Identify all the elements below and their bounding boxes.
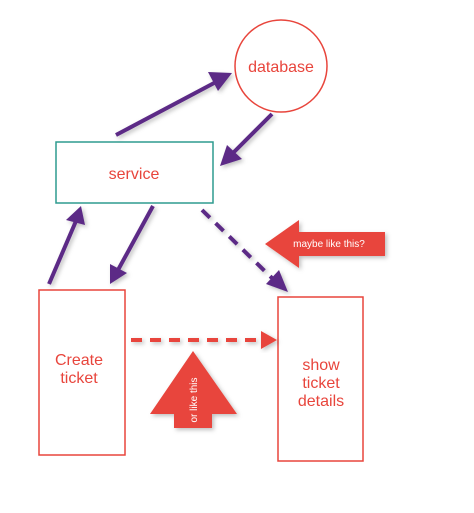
callout-arrow-up-shape [150,351,237,428]
dashed-arrow-create-to-show-details [131,331,277,349]
service-label: service [109,166,160,183]
arrow-create-ticket-to-service [47,206,85,285]
service-node: service [55,141,214,204]
service-box [55,141,214,204]
arrow-service-to-database [115,72,232,137]
create-ticket-label-line1: Create [55,352,103,369]
database-label: database [248,59,314,76]
show-ticket-details-line3: details [298,393,344,410]
create-ticket-label-line2: ticket [60,370,98,387]
callout-maybe-like-this-label: maybe like this? [293,239,365,250]
callout-arrow-left-shape [265,220,385,268]
show-ticket-details-line2: ticket [302,375,340,392]
database-node: database [234,19,328,113]
callout-or-like-this: or like this [150,351,237,428]
arrow-service-to-create-ticket [110,205,155,284]
show-ticket-details-box [277,296,364,462]
arrow-database-to-service [220,112,274,166]
show-ticket-details-node: show ticket details [277,296,364,462]
dashed-arrow-service-to-show-details [200,208,288,292]
callout-maybe-like-this: maybe like this? [265,220,385,268]
create-ticket-box [38,289,126,456]
database-circle [234,19,328,113]
callout-or-like-this-label: or like this [189,377,200,422]
show-ticket-details-line1: show [302,357,340,374]
create-ticket-node: Create ticket [38,289,126,456]
